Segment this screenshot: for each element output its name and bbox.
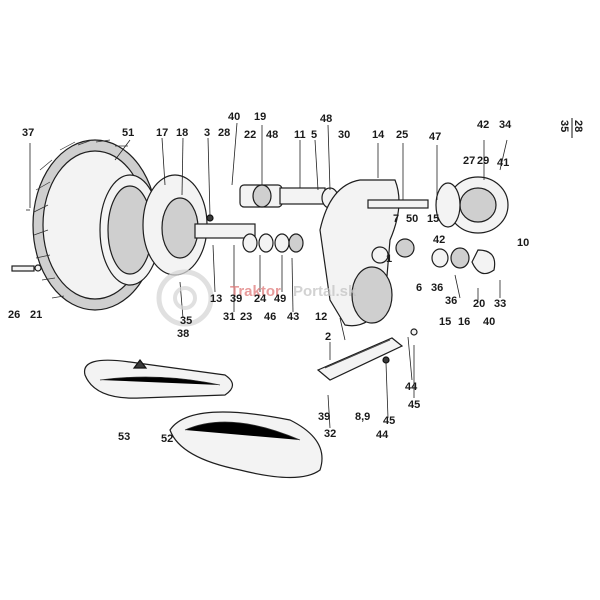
oil-pan [316,328,418,381]
callout-42a: 42 [477,119,489,131]
callout-30: 30 [338,129,350,141]
callout-5: 5 [311,129,317,141]
callout-37: 37 [22,127,34,139]
watermark-text-2: Portal.sk [293,283,357,300]
callout-46: 46 [264,311,276,323]
callout-52: 52 [161,433,173,445]
final-drive-housing [319,179,429,327]
callout-47: 47 [429,131,441,143]
callout-40a: 40 [228,111,240,123]
callout-labels: 37 51 17 18 3 28 40 19 22 48 11 5 48 30 … [8,111,529,445]
callout-25: 25 [396,129,408,141]
callout-51: 51 [122,127,134,139]
callout-22: 22 [244,129,256,141]
callout-8-9: 8,9 [355,411,370,423]
callout-39a: 39 [230,293,242,305]
page-ref-bottom: 35 [558,120,570,132]
callout-23: 23 [240,311,252,323]
callout-28a: 28 [218,127,230,139]
callout-45a: 45 [408,399,420,411]
ref-35: 35 [180,315,192,327]
callout-13: 13 [210,293,222,305]
callout-19: 19 [254,111,266,123]
callout-2: 2 [325,331,331,343]
callout-15a: 15 [427,213,439,225]
callout-27: 27 [463,155,475,167]
callout-48b: 48 [320,113,332,125]
leader-lines [29,122,508,429]
callout-18: 18 [176,127,188,139]
callout-50: 50 [406,213,418,225]
watermark: Traktor Portal.sk [156,269,357,327]
callout-26: 26 [8,309,20,321]
flange-cover [431,176,509,275]
callout-6: 6 [416,282,422,294]
callout-45b: 45 [383,415,395,427]
callout-53: 53 [118,431,130,443]
callout-24: 24 [254,293,267,305]
bearing-set [239,184,339,253]
callout-44b: 44 [376,429,389,441]
callout-48a: 48 [266,129,278,141]
callout-33: 33 [494,298,506,310]
callout-11: 11 [294,129,306,141]
callout-3: 3 [204,127,210,139]
page-ref-top: 28 [572,120,584,132]
callout-29: 29 [477,155,489,167]
callout-44a: 44 [405,381,418,393]
callout-34: 34 [499,119,512,131]
callout-32: 32 [324,428,336,440]
bolts [11,209,42,272]
callout-20: 20 [473,298,485,310]
callout-49: 49 [274,293,286,305]
callout-14: 14 [372,129,385,141]
callout-39b: 39 [318,411,330,423]
callout-10: 10 [517,237,529,249]
wheel-hub [142,174,256,276]
callout-36a: 36 [431,282,443,294]
ref-35-38: 35 38 [177,315,192,340]
callout-16: 16 [458,316,470,328]
callout-15b: 15 [439,316,451,328]
callout-41: 41 [497,157,509,169]
tire-illustration [32,139,161,311]
callout-42b: 42 [433,234,445,246]
callout-17: 17 [156,127,168,139]
inner-tubes [84,359,323,479]
callout-40b: 40 [483,316,495,328]
callout-36b: 36 [445,295,457,307]
ref-38: 38 [177,328,189,340]
callout-1: 1 [386,253,392,265]
callout-12: 12 [315,311,327,323]
page-reference: 28 35 [558,118,584,138]
callout-7: 7 [393,213,399,225]
watermark-text-1: Traktor [230,283,281,300]
callout-43: 43 [287,311,299,323]
callout-31: 31 [223,311,235,323]
callout-21: 21 [30,309,42,321]
